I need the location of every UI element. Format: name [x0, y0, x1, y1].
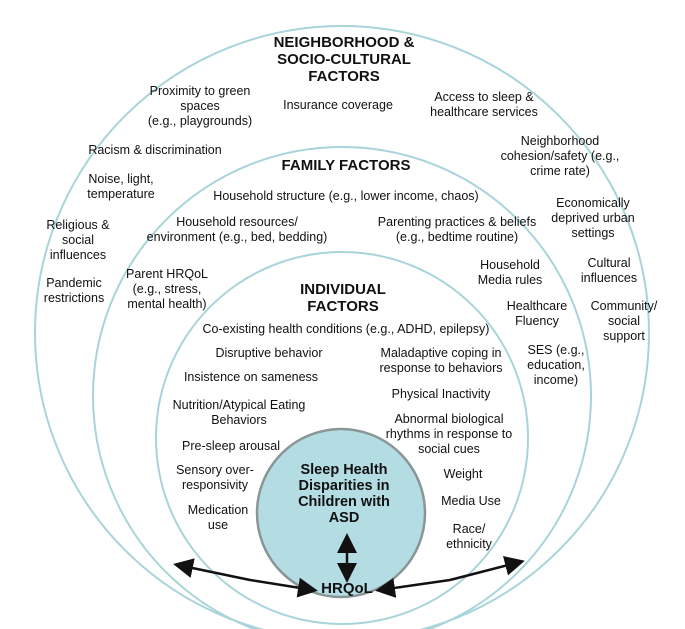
label-coexisting: Co-existing health conditions (e.g., ADH…: [202, 322, 490, 336]
label-noise: Noise, light, temperature: [87, 172, 155, 201]
arrow-right-to-hrqol: [375, 577, 451, 598]
core-circle: [255, 427, 427, 599]
arrow-left-to-hrqol: [249, 577, 318, 598]
neighborhood-title: NEIGHBORHOOD & SOCIO-CULTURAL FACTORS: [273, 34, 415, 85]
label-maladaptive: Maladaptive coping in response to behavi…: [379, 346, 503, 375]
label-media-rules: Household Media rules: [477, 258, 543, 287]
inner-ring-individual: [155, 251, 529, 625]
core-title: Sleep Health Disparities in Children wit…: [298, 462, 390, 526]
label-insistence: Insistence on sameness: [183, 370, 319, 384]
label-ses: SES (e.g., education, income): [527, 343, 585, 387]
label-parent-hrqol: Parent HRQoL (e.g., stress, mental healt…: [126, 267, 208, 311]
label-cultural: Cultural influences: [580, 256, 638, 285]
label-nutrition: Nutrition/Atypical Eating Behaviors: [172, 398, 306, 427]
label-healthcare-fluency: Healthcare Fluency: [506, 299, 568, 328]
hrqol-label: HRQoL: [321, 580, 373, 597]
label-medication: Medication use: [187, 503, 249, 532]
arrow-right-double: [449, 556, 525, 582]
label-race: Race/ ethnicity: [446, 522, 492, 551]
label-disruptive: Disruptive behavior: [215, 346, 323, 360]
label-racism: Racism & discrimination: [88, 143, 222, 157]
label-pandemic: Pandemic restrictions: [43, 276, 105, 305]
label-cohesion: Neighborhood cohesion/safety (e.g., crim…: [500, 134, 620, 178]
label-household-structure: Household structure (e.g., lower income,…: [213, 189, 479, 203]
label-insurance: Insurance coverage: [283, 98, 393, 112]
outer-ring-neighborhood: [34, 25, 650, 629]
family-title: FAMILY FACTORS: [281, 157, 411, 174]
label-community: Community/ social support: [590, 299, 658, 343]
individual-title: INDIVIDUAL FACTORS: [300, 281, 386, 315]
label-household-resources: Household resources/ environment (e.g., …: [146, 215, 328, 244]
label-sensory: Sensory over- responsivity: [176, 463, 254, 492]
arrow-left-double: [173, 558, 251, 582]
label-weight: Weight: [443, 467, 483, 481]
label-presleep: Pre-sleep arousal: [182, 439, 280, 453]
label-green-spaces: Proximity to green spaces (e.g., playgro…: [147, 84, 253, 128]
label-media-use: Media Use: [441, 494, 501, 508]
label-inactivity: Physical Inactivity: [391, 387, 491, 401]
label-access: Access to sleep & healthcare services: [430, 90, 538, 119]
label-parenting: Parenting practices & beliefs (e.g., bed…: [377, 215, 537, 244]
label-deprived: Economically deprived urban settings: [551, 196, 635, 240]
middle-ring-family: [92, 146, 592, 629]
label-religious: Religious & social influences: [46, 218, 110, 262]
label-biological: Abnormal biological rhythms in response …: [385, 412, 513, 456]
